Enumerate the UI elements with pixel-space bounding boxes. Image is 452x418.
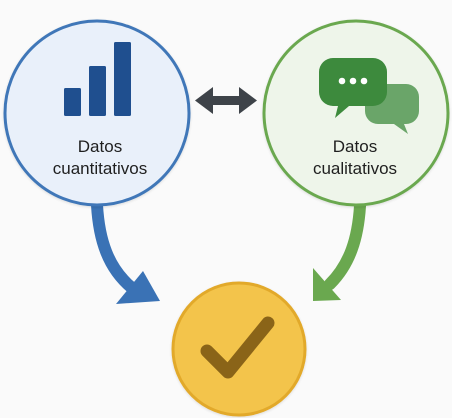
checkmark-icon xyxy=(200,316,275,379)
quantitative-label-line2: cuantitativos xyxy=(52,159,148,178)
chat-bubbles-icon xyxy=(319,58,419,134)
quant-to-result-arrow xyxy=(91,199,160,304)
qualitative-label-line1: Datos xyxy=(332,137,378,156)
bar-chart-icon xyxy=(64,42,131,116)
qual-to-result-arrow xyxy=(313,200,366,301)
qualitative-label-line2: cualitativos xyxy=(312,159,398,178)
result-node xyxy=(171,281,307,417)
qualitative-label: Datos cualitativos xyxy=(285,136,425,180)
quantitative-label-line1: Datos xyxy=(77,137,123,156)
qualitative-node xyxy=(262,19,450,207)
quantitative-node xyxy=(3,19,191,207)
bidirectional-arrow xyxy=(195,87,257,114)
quantitative-label: Datos cuantitativos xyxy=(30,136,170,180)
